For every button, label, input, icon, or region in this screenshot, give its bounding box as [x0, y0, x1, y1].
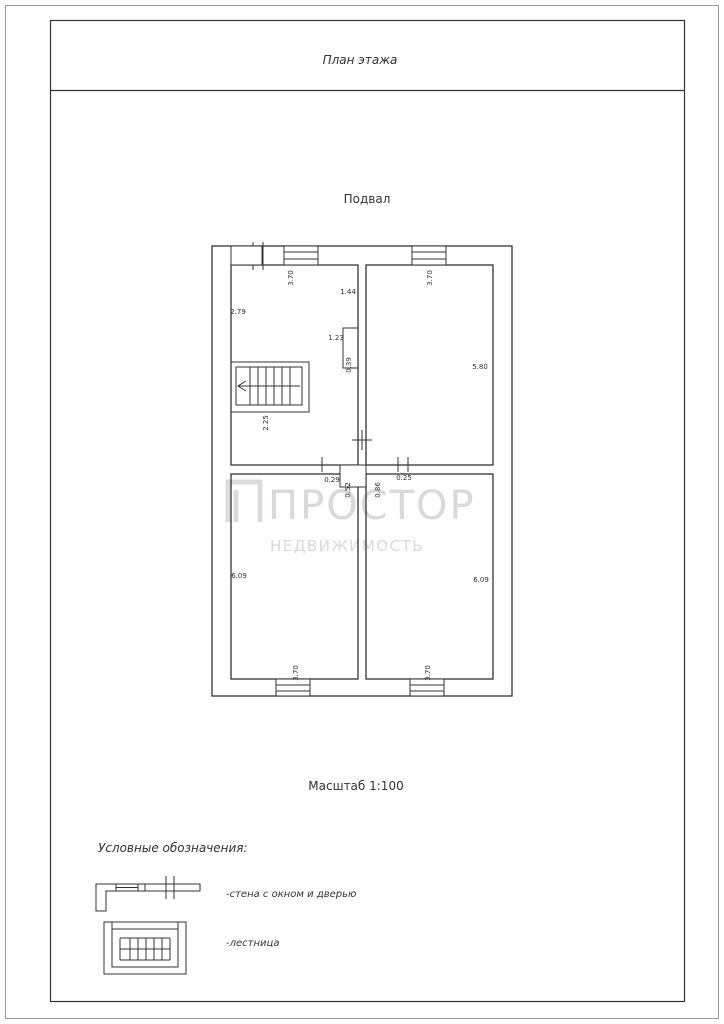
watermark-tagline: НЕДВИЖИМОСТЬ	[270, 537, 424, 555]
level-title: Подвал	[344, 192, 391, 206]
dim-label: 1.44	[340, 288, 356, 296]
outer-frame	[5, 5, 719, 1019]
wall-niche	[342, 327, 359, 369]
dim-label: 6.09	[473, 576, 489, 584]
dim-label: 3.70	[424, 665, 432, 681]
legend: Условные обозначения: -стена с окном и д…	[95, 841, 356, 975]
window-bottom-right	[409, 678, 445, 697]
windows	[275, 245, 447, 697]
legend-label: -стена с окном и дверью	[226, 889, 356, 900]
dim-label: 2.79	[230, 308, 246, 316]
dim-label: 0.29	[324, 476, 340, 484]
dim-label: 3.70	[426, 270, 434, 286]
scale-label: Масштаб 1:100	[308, 779, 403, 793]
dim-label: 2.25	[262, 415, 270, 431]
window-top-right	[411, 245, 447, 266]
legend-stair-symbol-icon	[103, 921, 187, 975]
window-bottom-left	[275, 678, 311, 697]
dim-label: 3.70	[287, 270, 295, 286]
stair	[230, 361, 310, 413]
room-top-left	[230, 264, 359, 466]
dim-label: 0.25	[396, 474, 412, 482]
entrance-door	[230, 242, 264, 270]
watermark: ПРОСТОР НЕДВИЖИМОСТЬ	[225, 479, 476, 555]
outer-wall	[211, 245, 513, 697]
legend-label: -лестница	[226, 938, 279, 949]
legend-title: Условные обозначения:	[98, 841, 248, 855]
drawing-frame	[49, 19, 686, 1003]
dimension-labels: 3.70 3.70 1.44 2.79 1.23 0.39 5.80 2.25 …	[230, 270, 489, 681]
dim-label: 3.70	[292, 665, 300, 681]
corridor-doors	[321, 430, 409, 488]
dim-label: 0.86	[374, 482, 382, 498]
window-top-left	[283, 245, 319, 266]
dim-label: 0.52	[344, 482, 352, 498]
dim-label: 6.09	[231, 572, 247, 580]
dim-label: 1.23	[328, 334, 344, 342]
dim-label: 5.80	[472, 363, 488, 371]
legend-wall-symbol-icon	[95, 876, 201, 912]
watermark-logo-icon	[225, 479, 263, 522]
dim-label: 0.39	[345, 357, 353, 373]
sheet-header: План этажа	[323, 53, 398, 67]
watermark-brand: ПРОСТОР	[268, 483, 476, 529]
